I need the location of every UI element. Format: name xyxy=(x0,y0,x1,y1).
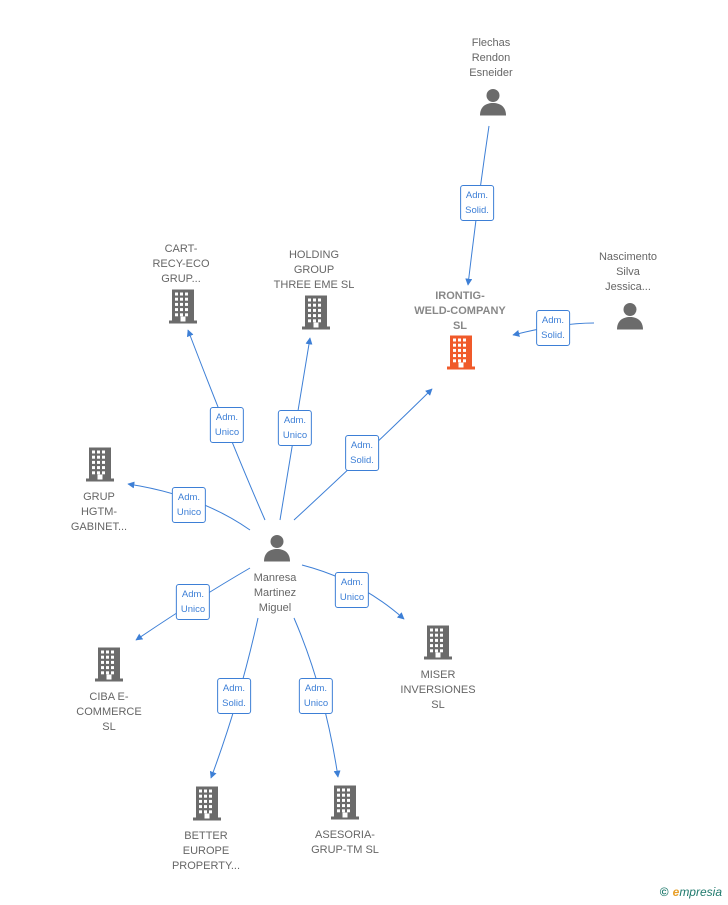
node-label-asesoria[interactable]: ASESORIA- GRUP-TM SL xyxy=(311,829,379,856)
person-icon-manresa[interactable] xyxy=(262,533,292,568)
building-icon-better[interactable] xyxy=(191,786,223,827)
edge-label-manresa-to-asesoria[interactable]: Adm. Unico xyxy=(298,678,334,714)
person-icon-flechas[interactable] xyxy=(478,87,508,122)
node-label-miser[interactable]: MISER INVERSIONES SL xyxy=(400,669,476,711)
building-icon-cart[interactable] xyxy=(167,289,199,330)
edge-label-flechas-to-irontig[interactable]: Adm. Solid. xyxy=(460,185,494,221)
edge-label-nascimento-to-irontig[interactable]: Adm. Solid. xyxy=(536,310,570,346)
node-label-grup_hgtm[interactable]: GRUP HGTM- GABINET... xyxy=(70,491,128,533)
edge-label-manresa-to-grup_hgtm[interactable]: Adm. Unico xyxy=(171,487,207,523)
empresia-logo[interactable]: ©empresia xyxy=(660,885,722,899)
node-label-irontig[interactable]: IRONTIG- WELD-COMPANY SL xyxy=(414,290,506,332)
person-icon-nascimento[interactable] xyxy=(615,301,645,336)
building-icon-irontig[interactable] xyxy=(445,335,477,376)
node-label-manresa[interactable]: Manresa Martinez Miguel xyxy=(253,572,297,614)
copyright-symbol: © xyxy=(659,885,669,899)
node-label-holding[interactable]: HOLDING GROUP THREE EME SL xyxy=(273,249,355,291)
node-label-better[interactable]: BETTER EUROPE PROPERTY... xyxy=(171,830,241,872)
building-icon-holding[interactable] xyxy=(300,295,332,336)
edge-label-manresa-to-irontig[interactable]: Adm. Solid. xyxy=(345,435,379,471)
brand-initial: e xyxy=(672,885,680,899)
node-label-nascimento[interactable]: Nascimento Silva Jessica... xyxy=(598,251,658,293)
edge-label-manresa-to-better[interactable]: Adm. Solid. xyxy=(217,678,251,714)
brand-name: mpresia xyxy=(679,885,722,899)
building-icon-grup_hgtm[interactable] xyxy=(84,447,116,488)
edge-label-manresa-to-miser[interactable]: Adm. Unico xyxy=(334,572,370,608)
node-label-flechas[interactable]: Flechas Rendon Esneider xyxy=(469,37,513,79)
node-label-ciba[interactable]: CIBA E- COMMERCE SL xyxy=(76,691,142,733)
building-icon-miser[interactable] xyxy=(422,625,454,666)
node-label-cart[interactable]: CART- RECY-ECO GRUP... xyxy=(152,243,210,285)
edge-label-manresa-to-holding[interactable]: Adm. Unico xyxy=(277,410,313,446)
edge-label-manresa-to-ciba[interactable]: Adm. Unico xyxy=(175,584,211,620)
building-icon-ciba[interactable] xyxy=(93,647,125,688)
building-icon-asesoria[interactable] xyxy=(329,785,361,826)
edge-label-manresa-to-cart[interactable]: Adm. Unico xyxy=(209,407,245,443)
